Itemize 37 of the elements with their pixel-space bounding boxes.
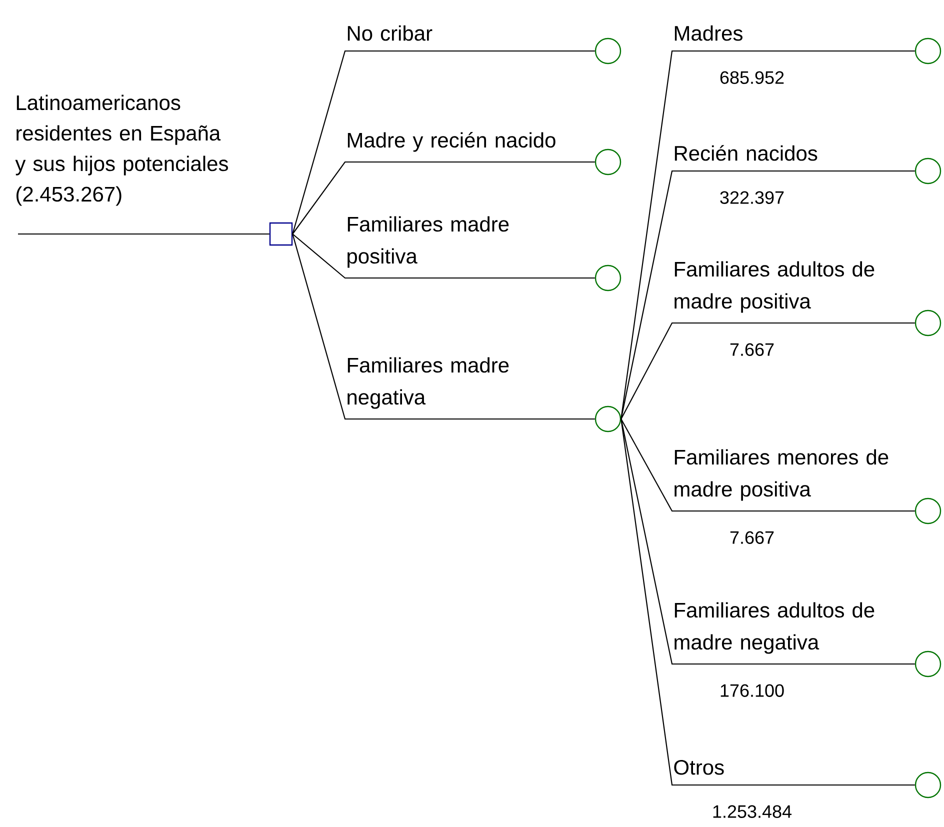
chance-circle xyxy=(594,264,622,292)
chance-circle xyxy=(914,310,942,336)
chance-circle xyxy=(914,650,942,678)
branch-label: Familiares menores de madre positiva xyxy=(674,449,888,501)
branch-line xyxy=(292,234,595,420)
count-label: 322.397 xyxy=(720,191,784,204)
chance-circle xyxy=(594,38,622,64)
count-label: 7.667 xyxy=(730,343,774,356)
count-label: 7.667 xyxy=(730,531,774,544)
branch-label: No cribar xyxy=(348,25,432,41)
branch-label: Familiares adultos de madre negativa xyxy=(674,602,874,654)
branch-label: Familiares madre positiva xyxy=(348,216,509,268)
chance-circle xyxy=(914,158,942,184)
branch-label: Otros xyxy=(674,760,724,775)
chance-circle xyxy=(914,38,942,64)
count-label: 176.100 xyxy=(720,684,784,697)
chance-circle xyxy=(594,406,622,432)
chance-circle xyxy=(914,772,942,798)
root-label: Latinoamericanos residentes en España y sus hijos potenciales (2.453.267) xyxy=(15,94,228,206)
branch-label: Familiares madre negativa xyxy=(348,357,509,409)
branch-label: Madres xyxy=(674,25,742,41)
branch-label: Madre y recién nacido xyxy=(348,132,556,152)
branch-line xyxy=(620,50,915,420)
branch-line xyxy=(620,418,915,786)
chance-circle xyxy=(914,498,942,524)
branch-line xyxy=(620,170,915,420)
branch-line xyxy=(18,233,270,235)
branch-line xyxy=(620,322,915,420)
branch-line xyxy=(292,50,595,234)
branch-label: Familiares adultos de madre positiva xyxy=(674,261,874,313)
count-label: 685.952 xyxy=(720,71,784,84)
chance-circle xyxy=(594,148,622,176)
branch-line xyxy=(292,234,595,279)
branch-label: Recién nacidos xyxy=(674,145,818,161)
count-label: 1.253.484 xyxy=(713,805,792,818)
branch-line xyxy=(292,161,595,234)
branch-line xyxy=(620,418,915,512)
